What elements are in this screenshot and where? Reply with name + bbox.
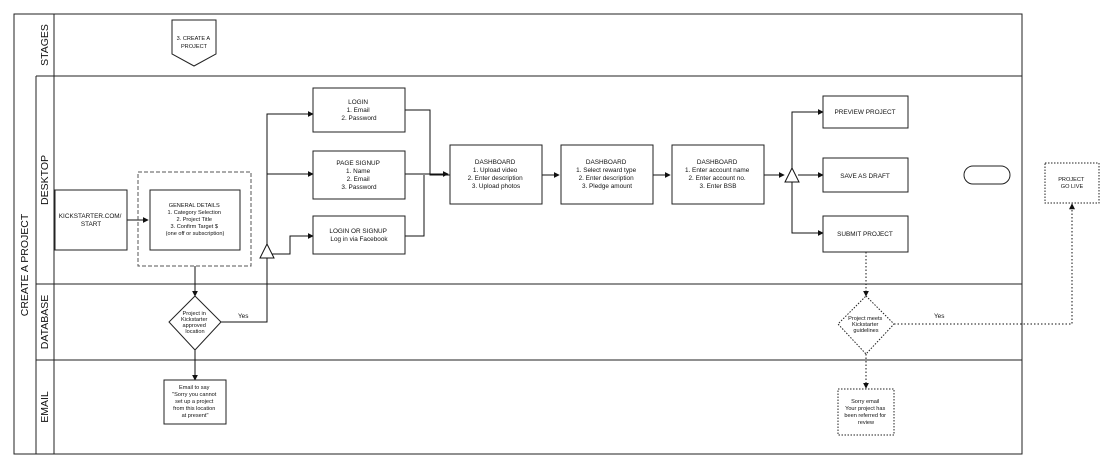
location-email-line: set up a project: [175, 399, 214, 405]
review-email-line: been referred for: [844, 413, 886, 419]
general-details-group: [137, 171, 252, 267]
login-line: LOGIN: [348, 99, 368, 106]
general-details-line: 3. Confirm Target $: [170, 224, 218, 230]
lane-label-email: EMAIL: [39, 391, 51, 423]
dashboard-3-node: [671, 144, 765, 205]
review-email-line: Your project has: [845, 406, 885, 412]
dashboard-2-line: 1. Select reward type: [576, 167, 636, 174]
stage-marker-label: 3. CREATE A PROJECT: [177, 36, 212, 50]
general-details-node: [149, 189, 241, 251]
split-triangle-left: [259, 242, 275, 259]
project-go-live-label: PROJECT GO LIVE: [1058, 177, 1086, 190]
general-details-line: (one off or subscription): [166, 231, 225, 237]
split-triangle-right: [784, 166, 800, 183]
guidelines-decision-node: [837, 295, 895, 355]
page-signup-line: PAGE SIGNUP: [336, 160, 379, 167]
page-signup-line: 1. Name: [346, 168, 371, 175]
dashboard-2-line: 3. Pledge amount: [582, 183, 632, 190]
swimlane-frame: [13, 13, 1023, 455]
login-label: LOGIN 1. Email 2. Password: [341, 99, 377, 122]
page-signup-node: [312, 150, 406, 200]
page-signup-label: PAGE SIGNUP 1. Name 2. Email 3. Password: [336, 160, 381, 191]
location-yes-label: Yes: [238, 313, 248, 320]
preview-project-node: [822, 95, 909, 129]
page-signup-line: 2. Email: [347, 176, 370, 183]
guidelines-decision-line: guidelines: [853, 328, 878, 334]
location-decision-line: Project in: [183, 311, 206, 317]
save-as-draft-label: SAVE AS DRAFT: [840, 173, 890, 180]
general-details-line: 2. Project Title: [176, 217, 211, 223]
location-decision-node: [168, 295, 222, 351]
dashboard-2-node: [560, 144, 654, 205]
save-as-draft-node: [822, 157, 909, 193]
preview-project-label: PREVIEW PROJECT: [834, 109, 895, 116]
login-or-signup-node: [312, 215, 406, 255]
start-line: KICKSTARTER.COM/: [59, 213, 122, 220]
login-or-signup-line: LOGIN OR SIGNUP: [329, 228, 386, 235]
dashboard-1-line: 2. Enter description: [468, 175, 524, 182]
general-details-line: GENERAL DETAILS: [169, 203, 220, 209]
general-details-label: GENERAL DETAILS 1. Category Selection 2.…: [166, 203, 225, 237]
dashboard-2-line: DASHBOARD: [586, 159, 627, 166]
submit-project-label: SUBMIT PROJECT: [837, 231, 893, 238]
dashboard-3-line: 3. Enter BSB: [700, 183, 737, 190]
location-email-line: at present": [182, 413, 209, 419]
location-decision-line: Kickstarter: [181, 317, 208, 323]
stage-marker-shape: [171, 19, 217, 67]
project-go-live-line: GO LIVE: [1061, 184, 1084, 190]
login-node: [312, 87, 406, 133]
lane-label-stages: STAGES: [39, 24, 51, 66]
location-email-line: "Sorry you cannot: [172, 392, 217, 398]
review-email-label: Sorry email Your project has been referr…: [844, 399, 887, 426]
dashboard-2-line: 2. Enter description: [579, 175, 635, 182]
review-email-line: Sorry email: [851, 399, 879, 405]
location-email-line: Email to say: [179, 385, 210, 391]
login-line: 2. Password: [341, 115, 377, 122]
project-go-live-line: PROJECT: [1058, 177, 1085, 183]
location-email-line: from this location: [173, 406, 215, 412]
dashboard-3-label: DASHBOARD 1. Enter account name 2. Enter…: [685, 159, 751, 190]
project-go-live-node: [1044, 162, 1100, 204]
location-decision-label: Project in Kickstarter approved location: [181, 311, 209, 335]
location-decision-line: approved: [183, 323, 206, 329]
dashboard-2-label: DASHBOARD 1. Select reward type 2. Enter…: [576, 159, 638, 190]
login-or-signup-label: LOGIN OR SIGNUP Log in via Facebook: [329, 228, 388, 243]
location-email-label: Email to say "Sorry you cannot set up a …: [172, 385, 218, 419]
submit-project-node: [822, 215, 909, 253]
dashboard-1-line: 1. Upload video: [473, 167, 518, 174]
general-details-line: 1. Category Selection: [167, 210, 220, 216]
review-email-node: [837, 388, 895, 436]
guidelines-yes-label: Yes: [934, 313, 944, 320]
dashboard-3-line: 2. Enter account no.: [689, 175, 746, 182]
review-email-line: review: [858, 420, 875, 426]
dashboard-1-node: [449, 144, 543, 205]
guidelines-decision-label: Project meets Kickstarter guidelines: [848, 316, 884, 334]
page-signup-line: 3. Password: [341, 184, 377, 191]
stage-marker-line: 3. CREATE A: [177, 36, 211, 42]
lane-label-desktop: DESKTOP: [39, 155, 51, 205]
start-node-label: KICKSTARTER.COM/ START: [59, 213, 123, 228]
start-node: [54, 189, 128, 251]
dashboard-1-line: 3. Upload photos: [472, 183, 520, 190]
guidelines-decision-line: Kickstarter: [852, 322, 879, 328]
dashboard-1-line: DASHBOARD: [475, 159, 516, 166]
lane-label-database: DATABASE: [39, 295, 51, 349]
start-line: START: [81, 221, 101, 228]
dashboard-3-line: 1. Enter account name: [685, 167, 750, 174]
location-decision-line: location: [185, 329, 204, 335]
connectors: [127, 109, 824, 381]
lane-group-label: CREATE A PROJECT: [19, 213, 31, 316]
stage-marker-line: PROJECT: [181, 44, 208, 50]
dashboard-1-label: DASHBOARD 1. Upload video 2. Enter descr…: [468, 159, 525, 190]
dotted-connectors: [863, 203, 1075, 389]
end-terminator: [963, 165, 1011, 185]
dashboard-3-line: DASHBOARD: [697, 159, 738, 166]
location-email-node: [163, 379, 227, 425]
login-or-signup-line: Log in via Facebook: [330, 236, 388, 243]
login-line: 1. Email: [347, 107, 370, 114]
guidelines-decision-line: Project meets: [848, 316, 882, 322]
